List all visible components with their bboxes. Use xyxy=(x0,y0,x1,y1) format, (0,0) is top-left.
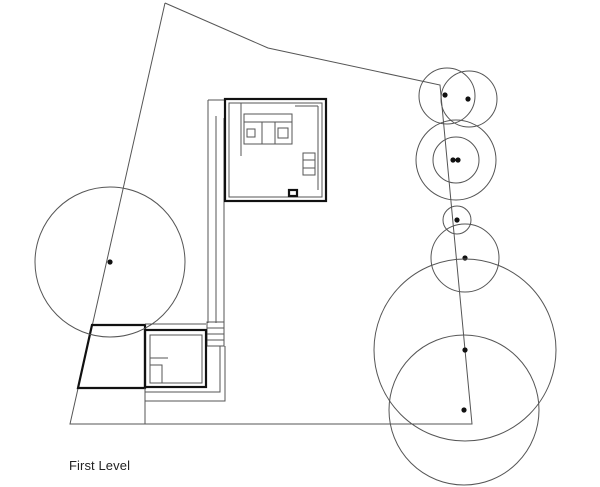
plan-caption: First Level xyxy=(69,458,131,473)
tree-trunk xyxy=(465,96,471,102)
tree-trunk xyxy=(450,157,456,163)
tree-canopy xyxy=(430,223,500,293)
tree-trunk xyxy=(455,157,461,163)
tree-canopy xyxy=(415,119,497,201)
tree-trunk xyxy=(442,92,448,98)
tree-trunk xyxy=(461,407,467,413)
tree-trunk xyxy=(107,259,113,265)
entry-stairs xyxy=(206,321,225,347)
tree-canopy xyxy=(373,258,557,442)
trees xyxy=(34,67,557,486)
tree-trunk xyxy=(462,347,468,353)
tree-canopy xyxy=(388,334,540,486)
tree-canopy xyxy=(34,186,186,338)
property-boundary xyxy=(69,2,473,425)
lower-building xyxy=(76,323,208,392)
tree-trunk xyxy=(462,255,468,261)
tree-trunk xyxy=(454,217,460,223)
tree-canopy xyxy=(442,205,472,235)
tree-canopy xyxy=(440,70,498,128)
tree-canopy xyxy=(432,136,480,184)
tree-canopy xyxy=(418,67,476,125)
main-building xyxy=(223,97,328,203)
